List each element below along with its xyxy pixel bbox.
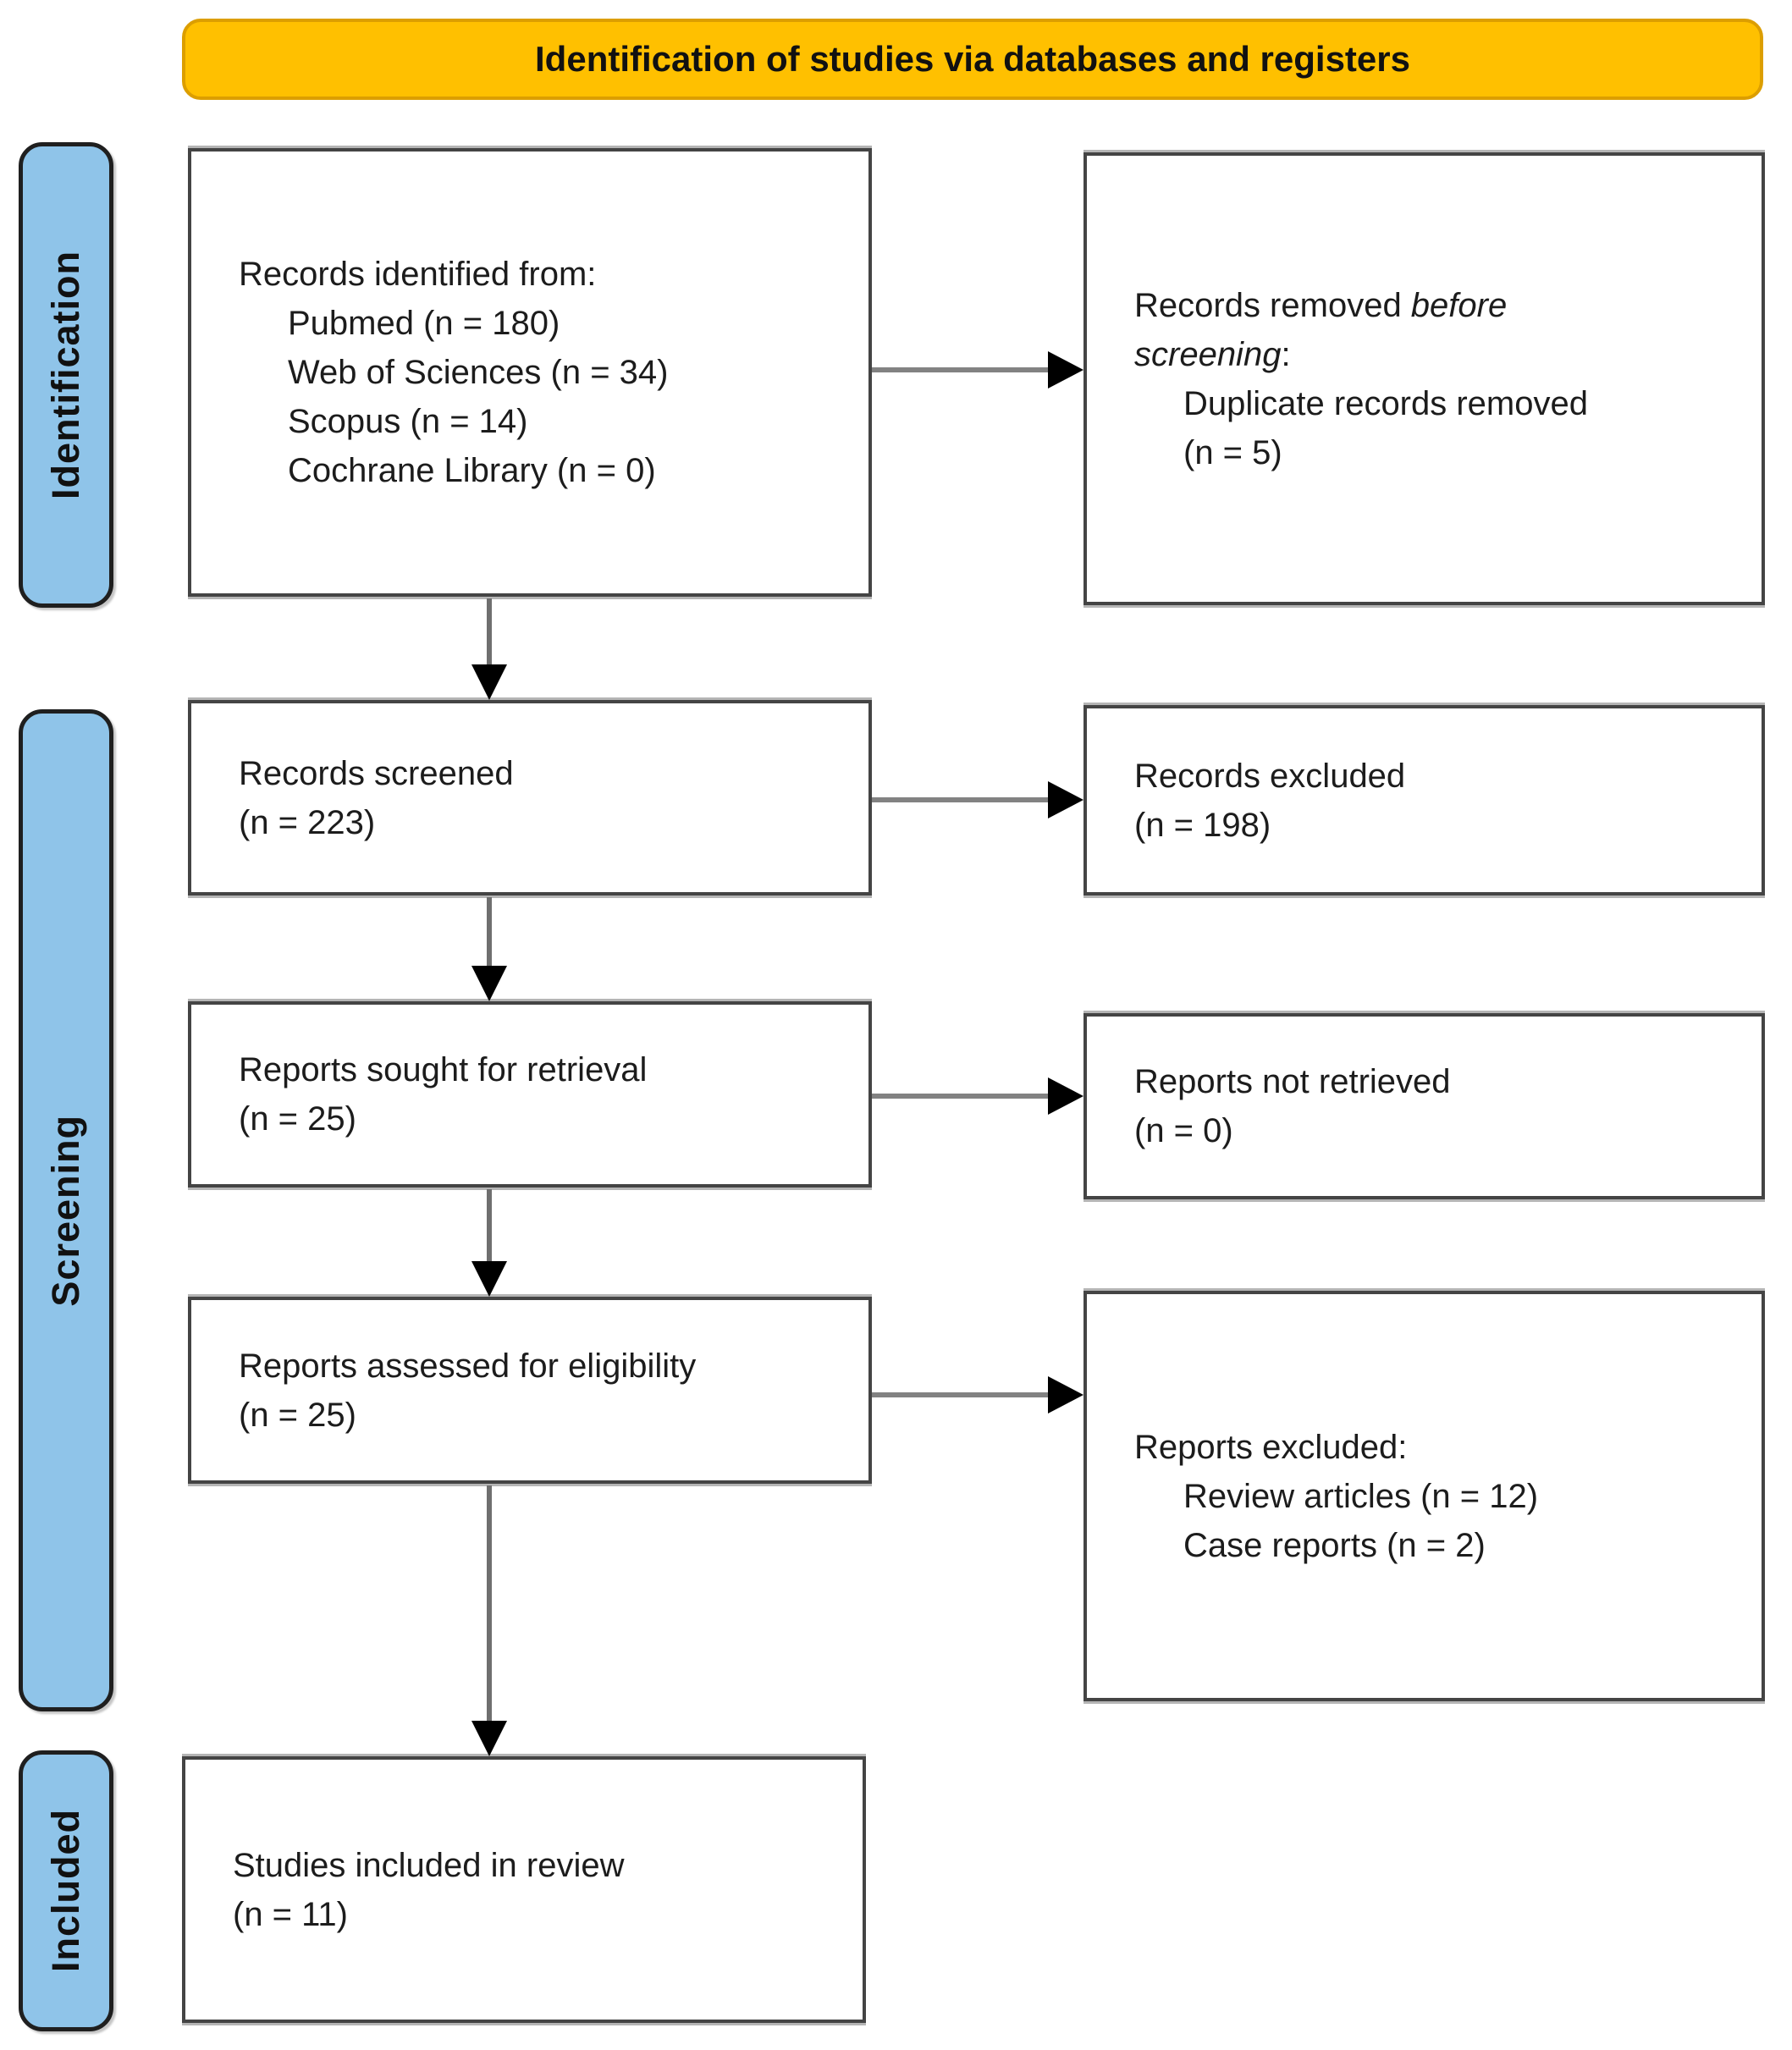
arrow-shaft <box>872 1094 1051 1099</box>
box-line: Cochrane Library (n = 0) <box>288 452 656 489</box>
arrow-shaft <box>487 897 492 967</box>
box-line: (n = 11) <box>233 1895 348 1933</box>
stage-label-identification: Identification <box>44 251 87 499</box>
box-records-screened: Records screened (n = 223) <box>188 700 872 895</box>
box-line: Scopus (n = 14) <box>288 403 528 440</box>
box-line: (n = 5) <box>1183 433 1282 471</box>
text-span-italic: before <box>1410 286 1508 324</box>
arrow-shaft <box>872 797 1051 802</box>
box-studies-included: Studies included in review (n = 11) <box>182 1756 866 2023</box>
box-line: Reports sought for retrieval <box>239 1051 648 1088</box>
banner-title: Identification of studies via databases … <box>535 39 1410 79</box>
box-line: (n = 25) <box>239 1100 356 1138</box>
box-records-removed: Records removed before screening: Duplic… <box>1083 152 1765 605</box>
box-line: Records identified from: <box>239 256 597 293</box>
box-line: Web of Sciences (n = 34) <box>288 354 669 391</box>
box-records-identified: Records identified from: Pubmed (n = 180… <box>188 148 872 597</box>
box-reports-sought: Reports sought for retrieval (n = 25) <box>188 1001 872 1188</box>
box-line: Records screened <box>239 754 514 792</box>
arrow-head-icon <box>1048 1077 1083 1115</box>
arrow-head-icon <box>471 664 507 700</box>
arrow-shaft <box>872 367 1051 372</box>
box-records-excluded: Records excluded (n = 198) <box>1083 705 1765 895</box>
stage-pill-identification: Identification <box>19 142 113 608</box>
text-span: : <box>1281 335 1291 373</box>
text-span: Records removed <box>1134 286 1411 324</box>
box-line: Records removed before <box>1134 281 1741 330</box>
arrow-shaft <box>487 598 492 666</box>
box-line: Pubmed (n = 180) <box>288 305 560 342</box>
arrow-head-icon <box>471 1721 507 1756</box>
box-line: Reports excluded: <box>1134 1428 1408 1466</box>
box-line: Review articles (n = 12) <box>1183 1477 1539 1515</box>
box-line: (n = 223) <box>239 803 376 841</box>
arrow-head-icon <box>1048 1376 1083 1414</box>
arrow-head-icon <box>471 966 507 1001</box>
arrow-shaft <box>487 1189 492 1263</box>
arrow-shaft <box>487 1485 492 1722</box>
box-reports-assessed: Reports assessed for eligibility (n = 25… <box>188 1297 872 1484</box>
box-line: Reports assessed for eligibility <box>239 1347 697 1385</box>
box-line: screening: <box>1134 330 1741 379</box>
box-reports-not-retrieved: Reports not retrieved (n = 0) <box>1083 1013 1765 1199</box>
box-line: Reports not retrieved <box>1134 1063 1451 1100</box>
box-line: (n = 198) <box>1134 806 1271 844</box>
arrow-head-icon <box>1048 781 1083 818</box>
box-line: Records excluded <box>1134 757 1406 795</box>
box-line: Duplicate records removed <box>1183 384 1588 422</box>
banner: Identification of studies via databases … <box>182 19 1763 100</box>
arrow-head-icon <box>471 1261 507 1297</box>
text-span-italic: screening <box>1134 335 1282 373</box>
box-line: (n = 25) <box>239 1396 356 1434</box>
box-reports-excluded: Reports excluded: Review articles (n = 1… <box>1083 1291 1765 1701</box>
stage-label-included: Included <box>44 1809 87 1973</box>
box-line: Case reports (n = 2) <box>1183 1526 1486 1564</box>
arrow-shaft <box>872 1392 1051 1397</box>
stage-pill-included: Included <box>19 1750 113 2031</box>
stage-pill-screening: Screening <box>19 709 113 1711</box>
arrow-head-icon <box>1048 351 1083 389</box>
stage-label-screening: Screening <box>44 1114 87 1307</box>
box-line: (n = 0) <box>1134 1112 1233 1149</box>
box-line: Studies included in review <box>233 1846 625 1884</box>
